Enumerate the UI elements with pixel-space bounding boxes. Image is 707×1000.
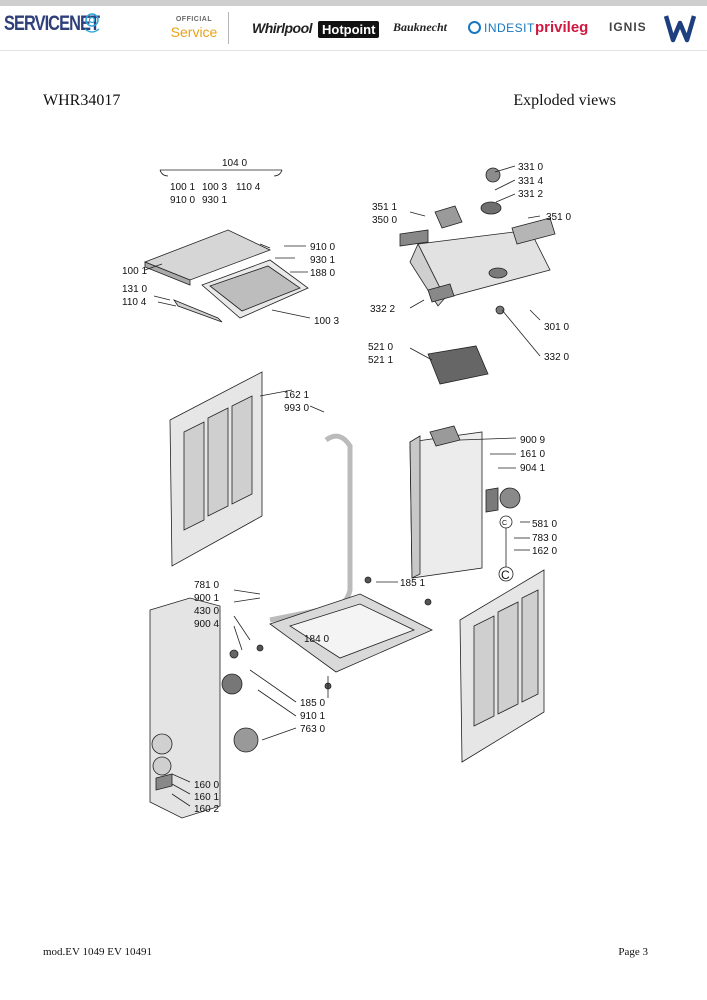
callout-1620: 162 0 [532,546,557,557]
exploded-view-diagram: 104 0 100 1 100 3 110 4 910 0 930 1 910 … [110,150,580,830]
callout-7810: 781 0 [194,580,219,591]
callout-1001-top: 100 1 [170,182,195,193]
indesit-ring-icon [468,21,481,34]
callout-1621: 162 1 [284,390,309,401]
callout-1602: 160 2 [194,804,219,815]
whirlpool-w-logo-icon [664,15,696,43]
callout-1850: 185 0 [300,698,325,709]
header-divider [0,50,707,51]
servicenet-logo: SERVICENET [4,12,100,35]
callout-3010: 301 0 [544,322,569,333]
section-title: Exploded views [513,92,616,109]
callout-1104: 110 4 [122,297,147,308]
official-service-badge: OFFICIAL Service [168,16,220,42]
official-service-text: Service [170,24,218,40]
callout-5810: 581 0 [532,519,557,530]
brand-privileg: privileg [535,19,589,36]
top-gray-bar [0,0,707,6]
callout-9041: 904 1 [520,463,545,474]
brand-ignis: IGNIS [609,20,647,34]
callout-9100-top: 910 0 [170,195,195,206]
callout-9009: 900 9 [520,435,545,446]
callout-1851: 185 1 [400,578,425,589]
exploded-view-svg: 104 0 100 1 100 3 110 4 910 0 930 1 910 … [122,158,571,819]
callout-1600: 160 0 [194,780,219,791]
callout-4300: 430 0 [194,606,219,617]
servicenet-gear-icon [84,13,100,33]
callout-1040: 104 0 [222,158,247,169]
callout-3320: 332 0 [544,352,569,363]
callout-c-large: C [501,568,510,582]
model-title: WHR34017 [43,92,121,109]
page-number: Page 3 [618,946,648,958]
callout-1840: 184 0 [304,634,329,645]
callout-9301: 930 1 [310,255,335,266]
official-small-text: OFFICIAL [175,16,213,23]
brand-bauknecht: Bauknecht [393,20,448,34]
callout-5210: 521 0 [368,342,393,353]
callout-3511: 351 1 [372,202,397,213]
callout-1601: 160 1 [194,792,219,803]
callout-1104-top: 110 4 [236,182,261,193]
callout-3500: 350 0 [372,215,397,226]
callout-1003: 100 3 [314,316,339,327]
footer-model: mod.EV 1049 EV 10491 [43,946,152,958]
callout-7830: 783 0 [532,533,557,544]
brand-hotpoint: Hotpoint [318,21,380,38]
callout-1003-top: 100 3 [202,182,227,193]
callout-3322: 332 2 [370,304,395,315]
callout-7630: 763 0 [300,724,325,735]
callout-9930: 993 0 [284,403,309,414]
callout-9100: 910 0 [310,242,335,253]
callout-1310: 131 0 [122,284,147,295]
callout-9001: 900 1 [194,593,219,604]
callout-3312: 331 2 [518,189,543,200]
brand-whirlpool: Whirlpool [252,20,313,36]
header-vertical-divider [228,12,229,44]
callout-c-small: C [502,520,507,527]
callout-9301-top: 930 1 [202,195,227,206]
callout-9004: 900 4 [194,619,219,630]
callout-1001: 100 1 [122,266,147,277]
brand-indesit: INDESIT [468,21,535,34]
brand-indesit-text: INDESIT [484,21,535,35]
callout-9101: 910 1 [300,711,325,722]
callout-3510: 351 0 [546,212,571,223]
callout-3310: 331 0 [518,162,543,173]
callout-1880: 188 0 [310,268,335,279]
callout-1610: 161 0 [520,449,545,460]
callout-3314: 331 4 [518,176,543,187]
callout-5211: 521 1 [368,355,393,366]
